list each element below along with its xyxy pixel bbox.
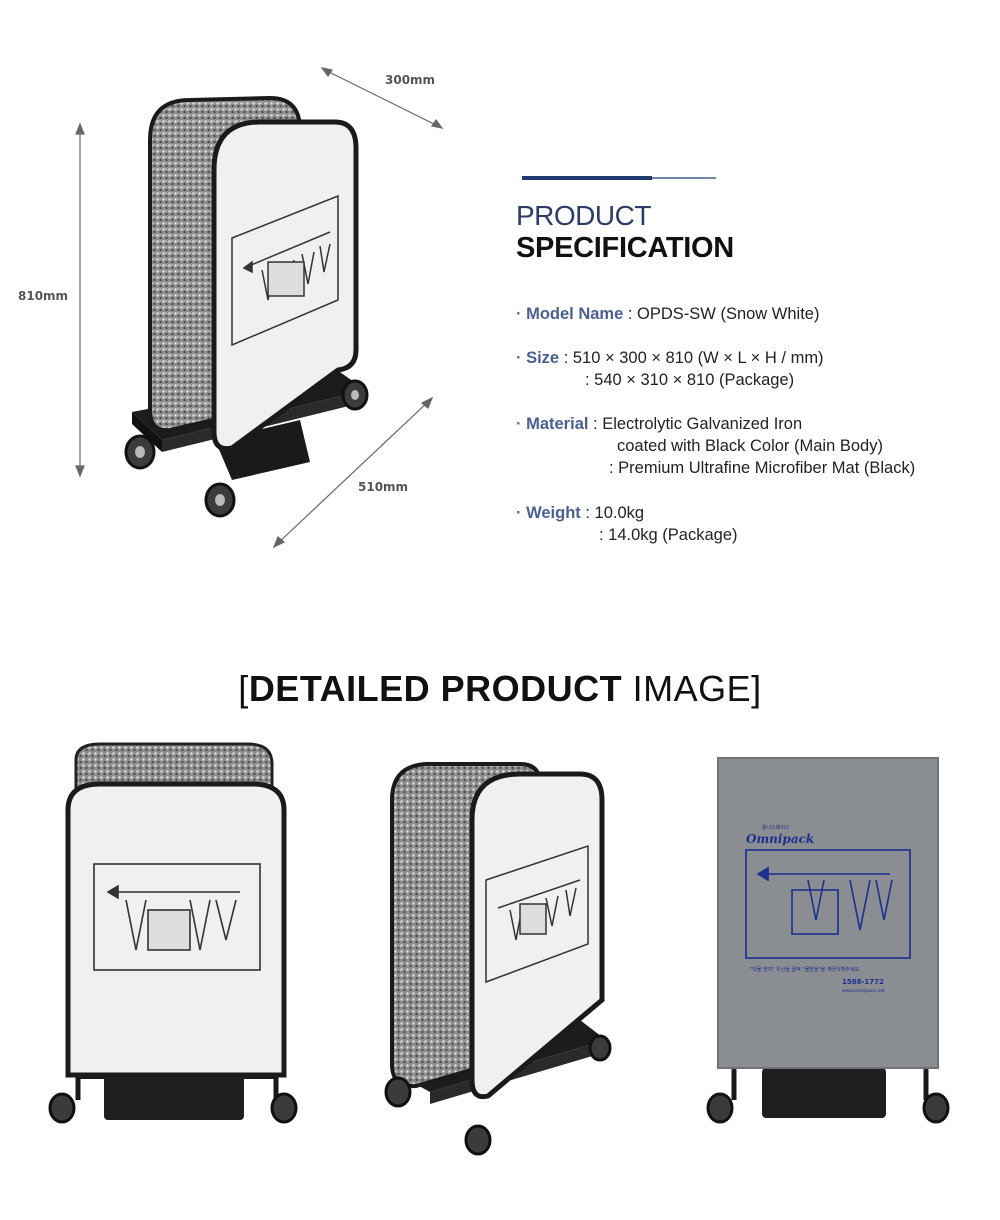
height-dimension-label: 810mm [18, 289, 69, 303]
heading-bold: DETAILED PRODUCT [248, 668, 623, 709]
bullet: · [516, 504, 522, 522]
bullet: · [516, 415, 522, 433]
dimension-diagram: 300mm 810mm 510mm [0, 0, 500, 560]
spec-value: : 14.0kg (Package) [599, 526, 738, 544]
bracket-open: [ [238, 668, 249, 709]
spec-value: : 510 × 300 × 810 (W × L × H / mm) [559, 349, 824, 367]
spec-size: · Size : 510 × 300 × 810 (W × L × H / mm… [516, 347, 824, 369]
spec-key: Size [526, 349, 560, 367]
detailed-image-heading: [DETAILED PRODUCT IMAGE] [0, 668, 1000, 710]
spec-title-line2: SPECIFICATION [516, 232, 734, 264]
dust-cover [717, 757, 939, 1069]
title-accent-bar [522, 176, 652, 180]
spec-value: : Premium Ultrafine Microfiber Mat (Blac… [609, 459, 916, 477]
covered-view-svg [706, 757, 950, 1124]
cover-notice: "빗물 방지" 우산을 꿀떡 "물방울"을 깨끗이해주세요. [750, 967, 861, 973]
depth-dimension-label: 510mm [358, 480, 409, 494]
angled-view-svg [384, 762, 612, 1156]
bullet: · [516, 349, 522, 367]
detail-photo-front [40, 740, 300, 1160]
umbrella-drying-icon [93, 863, 261, 971]
spec-value: coated with Black Color (Main Body) [617, 437, 883, 455]
spec-key: Model Name [526, 305, 624, 323]
cover-brand: Omnipack [746, 832, 815, 846]
umbrella-drying-icon [485, 844, 589, 984]
cover-phone: 1588-1772 [842, 978, 884, 986]
title-accent-line [652, 177, 716, 179]
spec-key: Weight [526, 504, 581, 522]
spec-title-line1: PRODUCT [516, 200, 651, 231]
cover-brand-small: 옴니스페이스 [762, 825, 790, 831]
spec-value: : 10.0kg [580, 504, 645, 522]
spec-weight: · Weight : 10.0kg [516, 502, 644, 524]
detail-photo-covered: 옴니스페이스 Omnipack "빗물 방지" 우산을 꿀떡 "물방울"을 깨끗… [700, 740, 960, 1160]
caster-wheels [124, 379, 369, 518]
spec-value: : Electrolytic Galvanized Iron [588, 415, 803, 433]
spec-value: : OPDS-SW (Snow White) [623, 305, 820, 323]
umbrella-drying-icon [745, 849, 911, 959]
spec-value: : 540 × 310 × 810 (Package) [585, 371, 795, 389]
heading-light: IMAGE [622, 668, 752, 709]
bullet: · [516, 305, 522, 323]
front-view-svg [48, 742, 298, 1124]
umbrella-drying-icon [231, 194, 339, 347]
bracket-close: ] [751, 668, 762, 709]
spec-material: · Material : Electrolytic Galvanized Iro… [516, 413, 802, 435]
spec-key: Material [526, 415, 589, 433]
dimension-arrows [75, 67, 444, 549]
width-dimension-label: 300mm [385, 73, 436, 87]
stand-diagram-svg [75, 67, 444, 549]
detail-photo-angled [370, 740, 630, 1160]
spec-model-name: · Model Name : OPDS-SW (Snow White) [516, 303, 819, 325]
cover-url: www.omnipack.net [842, 989, 885, 994]
